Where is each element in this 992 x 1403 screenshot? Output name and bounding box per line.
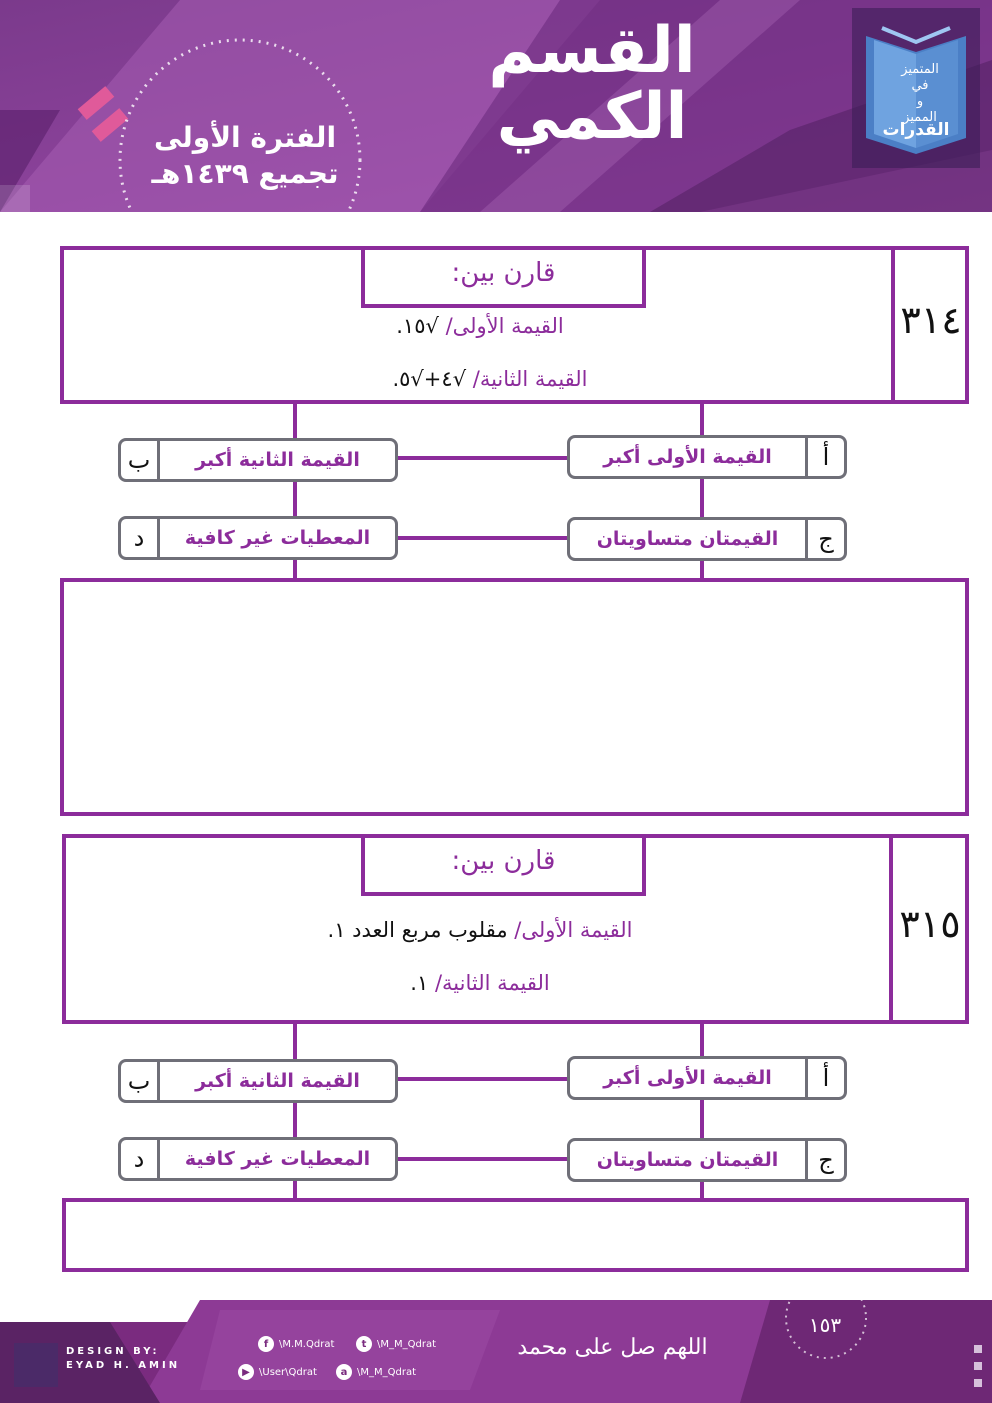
number-divider <box>891 246 899 404</box>
design-credit: DESIGN BY: EYAD H. AMIN <box>66 1345 180 1373</box>
choice-letter: أ <box>805 438 844 476</box>
number-divider <box>889 834 897 1024</box>
connector <box>293 1024 297 1202</box>
connector <box>398 1077 568 1081</box>
period-title: الفترة الأولى تجميع ١٤٣٩هـ <box>130 120 360 192</box>
choice-a[interactable]: أ القيمة الأولى أكبر <box>567 1056 847 1100</box>
choice-letter: ج <box>805 1141 844 1179</box>
ask-link[interactable]: a \M_M_Qdrat <box>336 1364 416 1380</box>
period-line1: الفترة الأولى <box>153 121 337 154</box>
question-314-box <box>60 246 969 404</box>
choice-text: القيمتان متساويتان <box>596 528 779 550</box>
section-title-line1: القسم <box>488 14 696 88</box>
second-value-line: القيمة الثانية/ √٤+√٥. <box>200 367 780 391</box>
book-logo-icon <box>852 8 980 168</box>
connector <box>398 456 568 460</box>
answer-area[interactable] <box>62 1198 969 1272</box>
second-value: ١. <box>410 971 429 995</box>
page-number: ١٥٣ <box>808 1313 842 1337</box>
page-footer <box>0 1300 992 1403</box>
choice-letter: ب <box>121 1062 160 1100</box>
second-value: √٤+√٥. <box>392 367 467 391</box>
second-value-label: القيمة الثانية/ <box>434 971 550 995</box>
youtube-link[interactable]: ▶ \User\Qdrat <box>238 1364 317 1380</box>
section-title-line2: الكمي <box>496 80 688 154</box>
choice-text: القيمتان متساويتان <box>596 1149 779 1171</box>
choice-text: المعطيات غير كافية <box>184 527 371 549</box>
compare-label: قارن بين: <box>361 838 646 896</box>
connector <box>700 404 704 582</box>
header-background <box>0 0 992 212</box>
choice-letter: د <box>121 519 160 557</box>
choice-a[interactable]: أ القيمة الأولى أكبر <box>567 435 847 479</box>
choice-d[interactable]: د المعطيات غير كافية <box>118 516 398 560</box>
choice-text: القيمة الأولى أكبر <box>603 446 772 468</box>
design-credit-line2: EYAD H. AMIN <box>66 1360 181 1371</box>
choice-c[interactable]: ج القيمتان متساويتان <box>567 517 847 561</box>
choice-letter: ج <box>805 520 844 558</box>
logo-subtext: المتميز في و المميز <box>875 62 965 126</box>
choice-b[interactable]: ب القيمة الثانية أكبر <box>118 1059 398 1103</box>
twitter-handle: \M_M_Qdrat <box>377 1338 437 1350</box>
first-value: مقلوب مربع العدد ١. <box>327 918 508 942</box>
period-line2: تجميع ١٤٣٩هـ <box>151 157 339 190</box>
connector <box>398 1157 568 1161</box>
logo-line1: المتميز <box>901 62 939 77</box>
ask-icon: a <box>336 1364 352 1380</box>
footer-background <box>0 1300 992 1403</box>
first-value-label: القيمة الأولى/ <box>445 314 564 338</box>
twitter-icon: t <box>356 1336 372 1352</box>
first-value: √١٥. <box>396 314 439 338</box>
logo-line2: في <box>911 78 929 93</box>
youtube-icon: ▶ <box>238 1364 254 1380</box>
first-value-line: القيمة الأولى/ مقلوب مربع العدد ١. <box>220 918 740 942</box>
choice-c[interactable]: ج القيمتان متساويتان <box>567 1138 847 1182</box>
youtube-handle: \User\Qdrat <box>259 1366 317 1378</box>
choice-letter: ب <box>121 441 160 479</box>
choice-d[interactable]: د المعطيات غير كافية <box>118 1137 398 1181</box>
choice-letter: أ <box>805 1059 844 1097</box>
logo-line3: القدرات <box>882 120 950 140</box>
ask-handle: \M_M_Qdrat <box>357 1366 417 1378</box>
design-credit-line1: DESIGN BY: <box>66 1346 160 1357</box>
second-value-label: القيمة الثانية/ <box>472 367 588 391</box>
facebook-handle: \M.M.Qdrat <box>279 1338 335 1350</box>
choice-letter: د <box>121 1140 160 1178</box>
salawat-calligraphy: اللهم صل على محمد <box>517 1335 708 1360</box>
logo-line5: المميز <box>903 110 937 125</box>
facebook-icon: f <box>258 1336 274 1352</box>
logo-line4: و <box>916 94 924 109</box>
answer-area[interactable] <box>60 578 969 816</box>
section-title: القسم الكمي <box>412 18 772 150</box>
connector <box>700 1024 704 1202</box>
question-number: ٣١٤ <box>900 298 962 342</box>
choice-text: القيمة الثانية أكبر <box>195 1070 360 1092</box>
compare-label: قارن بين: <box>361 250 646 308</box>
first-value-label: القيمة الأولى/ <box>514 918 633 942</box>
connector <box>398 536 568 540</box>
second-value-line: القيمة الثانية/ ١. <box>220 971 740 995</box>
connector <box>293 404 297 582</box>
logo-text: القدرات <box>862 120 970 140</box>
choice-text: القيمة الأولى أكبر <box>603 1067 772 1089</box>
choice-b[interactable]: ب القيمة الثانية أكبر <box>118 438 398 482</box>
first-value-line: القيمة الأولى/ √١٥. <box>200 314 760 338</box>
choice-text: المعطيات غير كافية <box>184 1148 371 1170</box>
question-number: ٣١٥ <box>899 902 961 946</box>
facebook-link[interactable]: f \M.M.Qdrat <box>258 1336 334 1352</box>
twitter-link[interactable]: t \M_M_Qdrat <box>356 1336 436 1352</box>
page-header: القسم الكمي الفترة الأولى تجميع ١٤٣٩هـ ا… <box>0 0 992 212</box>
choice-text: القيمة الثانية أكبر <box>195 449 360 471</box>
